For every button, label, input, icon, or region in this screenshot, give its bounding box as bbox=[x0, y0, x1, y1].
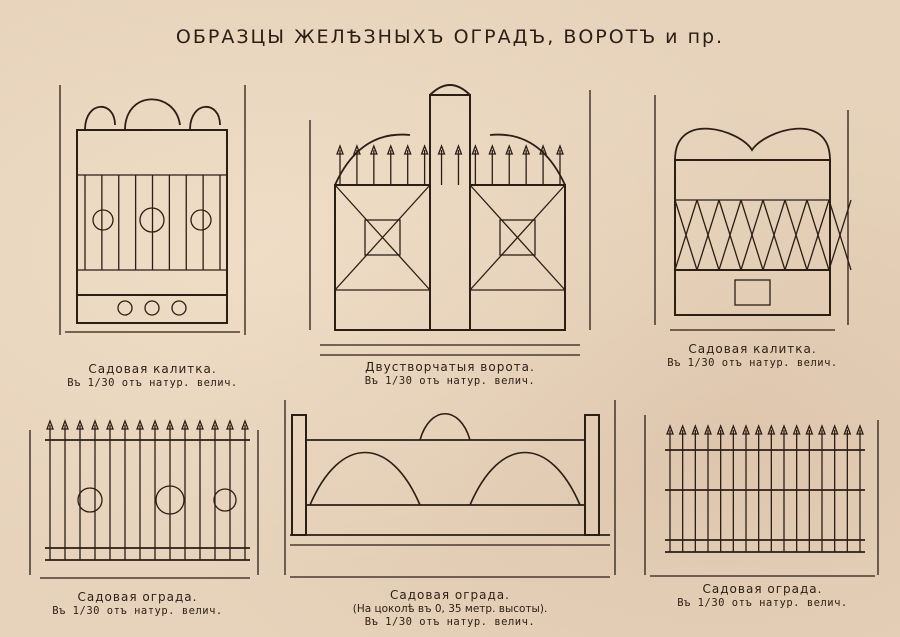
bar-finial bbox=[843, 424, 852, 435]
bar-finial bbox=[61, 419, 69, 430]
lattice-bar bbox=[828, 199, 852, 271]
plate-6-scale: Въ 1/30 отъ натур. велич. bbox=[677, 597, 848, 609]
plate-1-caption: Садовая калитка. Въ 1/30 отъ натур. вели… bbox=[55, 362, 250, 390]
bar-finial bbox=[166, 419, 174, 430]
bar-finial bbox=[471, 144, 480, 155]
bar-finial bbox=[369, 144, 378, 155]
bar-finial bbox=[754, 424, 763, 435]
fence-1-drawing bbox=[29, 419, 259, 579]
plate-garden-fence-2: Садовая ограда. (На цоколѣ въ 0, 35 метр… bbox=[280, 395, 620, 635]
bar-finial bbox=[91, 419, 99, 430]
bar-finial bbox=[678, 424, 687, 435]
bar-finial bbox=[691, 424, 700, 435]
plate-1-name: Садовая калитка. bbox=[88, 362, 217, 376]
lattice-bar bbox=[762, 199, 786, 271]
bar-finial bbox=[226, 419, 234, 430]
plate-6-name: Садовая ограда. bbox=[702, 582, 823, 596]
plate-4-name: Садовая ограда. bbox=[77, 590, 198, 604]
lattice-bar bbox=[806, 199, 830, 271]
plate-6-caption: Садовая ограда. Въ 1/30 отъ натур. велич… bbox=[640, 582, 885, 610]
bar-finial bbox=[211, 419, 219, 430]
plate-garden-wicket-2: Садовая калитка. Въ 1/30 отъ натур. вели… bbox=[650, 90, 855, 380]
page-title: ОБРАЗЦЫ ЖЕЛѢЗНЫХЪ ОГРАДЪ, ВОРОТЪ и пр. bbox=[175, 26, 725, 48]
double-gates-drawing bbox=[309, 84, 591, 356]
bar-finial bbox=[742, 424, 750, 435]
bar-finial bbox=[780, 424, 788, 435]
bar-finial bbox=[505, 144, 514, 155]
bar-finial bbox=[856, 424, 864, 435]
bar-finial bbox=[522, 144, 531, 155]
bar-finial bbox=[792, 424, 801, 435]
plate-2-scale: Въ 1/30 отъ натур. велич. bbox=[364, 375, 536, 387]
lattice-bar bbox=[696, 199, 720, 271]
bar-finial bbox=[386, 144, 395, 155]
bar-finial bbox=[716, 424, 725, 435]
bar-finial bbox=[539, 144, 548, 155]
bar-finial bbox=[729, 424, 738, 435]
bar-finial bbox=[704, 424, 712, 435]
bar-finial bbox=[241, 419, 249, 430]
plate-3-caption: Садовая калитка. Въ 1/30 отъ натур. вели… bbox=[650, 342, 855, 370]
plate-4-caption: Садовая ограда. Въ 1/30 отъ натур. велич… bbox=[10, 590, 265, 618]
bar-finial bbox=[830, 424, 839, 435]
plate-1-scale: Въ 1/30 отъ натур. велич. bbox=[67, 377, 238, 389]
lattice-bar bbox=[740, 199, 764, 271]
bar-finial bbox=[437, 144, 446, 155]
bar-finial bbox=[767, 424, 776, 435]
plate-double-gates: Двустворчатыя ворота. Въ 1/30 отъ натур.… bbox=[300, 80, 600, 387]
bar-finial bbox=[556, 144, 564, 155]
bar-finial bbox=[76, 419, 84, 430]
plate-5-note: (На цоколѣ въ 0, 35 метр. высоты). bbox=[352, 603, 548, 615]
bar-finial bbox=[805, 424, 814, 435]
plate-garden-wicket-1: Садовая калитка. Въ 1/30 отъ натур. вели… bbox=[55, 80, 250, 389]
plate-5-name: Садовая ограда. bbox=[390, 588, 510, 602]
bar-finial bbox=[488, 144, 497, 155]
bar-finial bbox=[121, 419, 129, 430]
bar-finial bbox=[136, 419, 144, 430]
bar-finial bbox=[196, 419, 204, 430]
plate-garden-fence-1: Садовая ограда. Въ 1/30 отъ натур. велич… bbox=[10, 400, 265, 630]
wicket-1-drawing bbox=[59, 85, 246, 335]
plate-3-scale: Въ 1/30 отъ натур. велич. bbox=[667, 357, 838, 369]
bar-finial bbox=[818, 424, 826, 435]
bar-finial bbox=[151, 419, 159, 430]
bar-finial bbox=[420, 144, 429, 155]
plate-3-name: Садовая калитка. bbox=[688, 342, 817, 356]
bar-finial bbox=[106, 419, 114, 430]
wicket-2-drawing bbox=[654, 95, 852, 331]
bar-finial bbox=[336, 144, 344, 155]
plate-5-scale: Въ 1/30 отъ натур. велич. bbox=[364, 616, 536, 629]
bar-finial bbox=[454, 144, 463, 155]
bar-finial bbox=[352, 144, 361, 155]
bar-finial bbox=[181, 419, 189, 430]
fence-2-drawing bbox=[284, 400, 616, 578]
fence-3-drawing bbox=[644, 415, 879, 577]
plate-garden-fence-3: Садовая ограда. Въ 1/30 отъ натур. велич… bbox=[640, 410, 885, 630]
lattice-bar bbox=[784, 199, 808, 271]
bar-finial bbox=[46, 419, 54, 430]
plate-5-caption: Садовая ограда. (На цоколѣ въ 0, 35 метр… bbox=[280, 588, 620, 629]
lattice-bar bbox=[674, 199, 698, 271]
plate-2-caption: Двустворчатыя ворота. Въ 1/30 отъ натур.… bbox=[300, 360, 600, 388]
bar-finial bbox=[403, 144, 412, 155]
plate-4-scale: Въ 1/30 отъ натур. велич. bbox=[52, 605, 223, 617]
bar-finial bbox=[666, 424, 674, 435]
lattice-bar bbox=[718, 199, 742, 271]
plate-2-name: Двустворчатыя ворота. bbox=[365, 360, 535, 374]
